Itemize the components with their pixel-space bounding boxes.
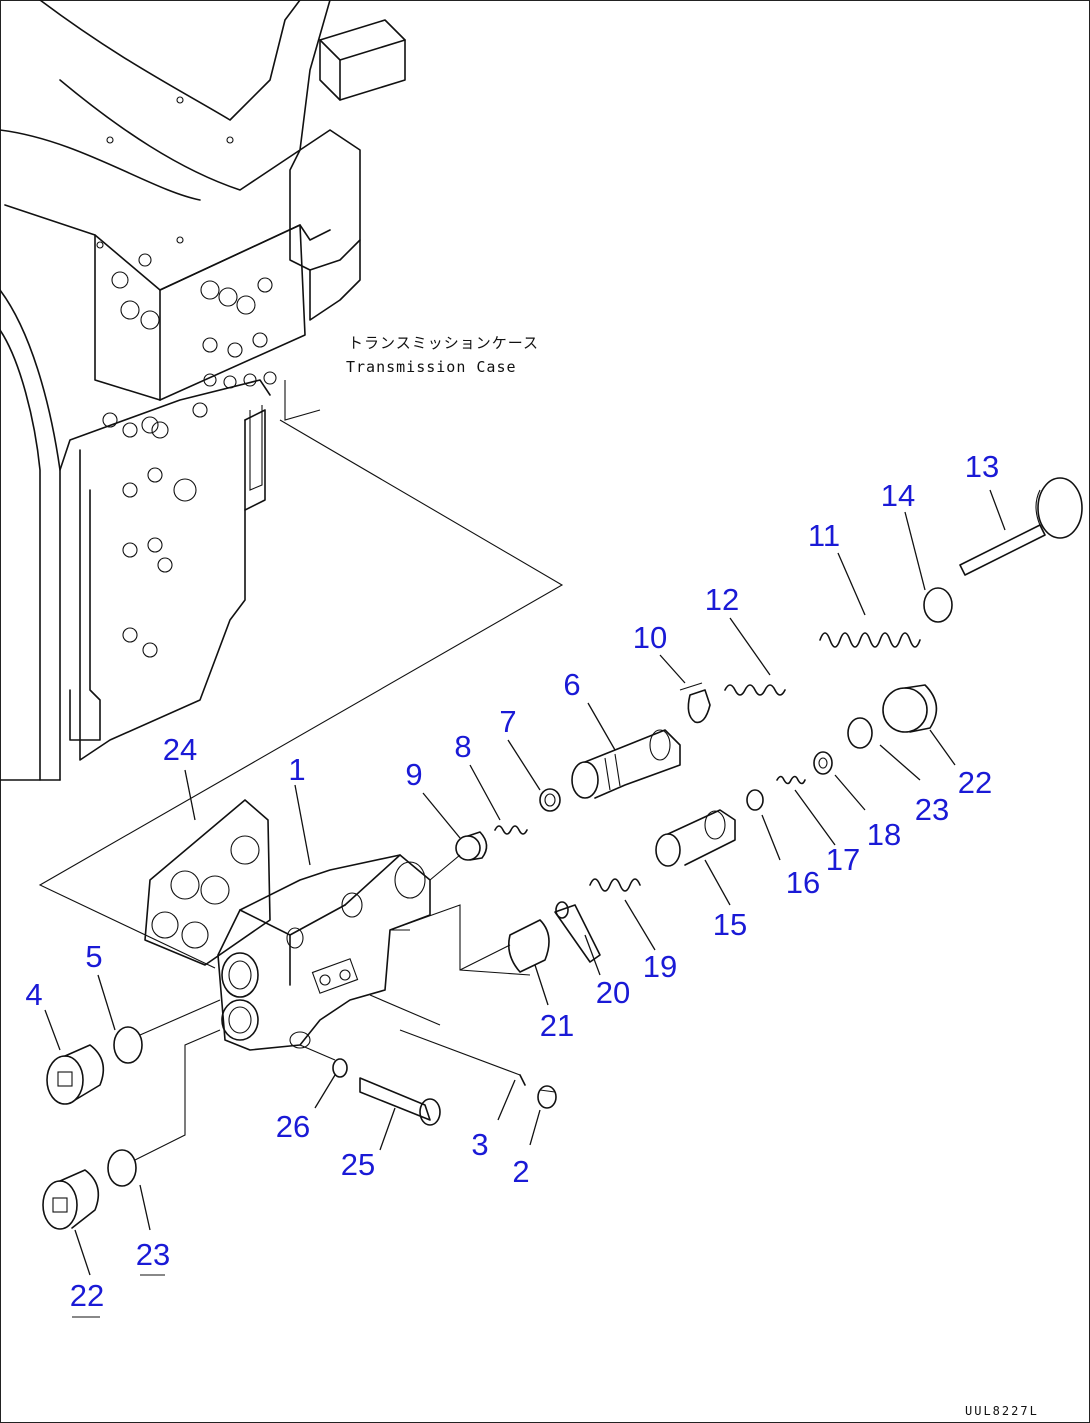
- callout-9: 9: [405, 757, 422, 792]
- callout-8: 8: [454, 729, 471, 764]
- callout-12: 12: [705, 582, 739, 617]
- pin-20: [554, 901, 601, 963]
- pin-3: [519, 1074, 526, 1086]
- plug-4: [46, 1044, 105, 1105]
- callout-14: 14: [881, 478, 915, 513]
- gasket: [144, 799, 271, 966]
- washer-26: [332, 1058, 348, 1078]
- spring-8: [494, 825, 528, 835]
- spool-15: [655, 809, 736, 867]
- callout-24: 24: [163, 732, 197, 767]
- callout-16: 16: [786, 865, 820, 900]
- spring-17: [776, 775, 806, 785]
- callout-22-lower: 22: [70, 1278, 104, 1313]
- o-ring-14: [923, 587, 953, 623]
- callout-3: 3: [471, 1127, 488, 1162]
- callout-23-lower: 23: [136, 1237, 170, 1272]
- valve-body: [217, 854, 531, 1051]
- callout-11: 11: [808, 518, 840, 553]
- retainer-7: [539, 788, 561, 812]
- leader-lines: [44, 489, 1006, 1276]
- callout-13: 13: [965, 449, 999, 484]
- callout-23-upper: 23: [915, 792, 949, 827]
- callout-18: 18: [867, 817, 901, 852]
- o-ring-23-lower: [107, 1149, 137, 1187]
- transmission-case-label-jp: トランスミッションケース: [348, 334, 539, 352]
- callout-2: 2: [512, 1154, 529, 1189]
- spring-12: [724, 684, 786, 696]
- plug-22-upper: [882, 684, 938, 733]
- plug-9: [455, 831, 488, 861]
- callout-21: 21: [540, 1008, 574, 1043]
- plug-21: [507, 919, 550, 973]
- transmission-case: [0, 0, 406, 781]
- spring-19: [589, 878, 641, 892]
- callout-26: 26: [276, 1109, 310, 1144]
- plug-2: [537, 1085, 557, 1109]
- callout-labels: 1 2 3 4 5 6 7 8 9 10 11 12 13 14 15 16 1…: [25, 449, 999, 1313]
- callout-15: 15: [713, 907, 747, 942]
- callout-10: 10: [633, 620, 667, 655]
- o-ring-5: [113, 1026, 143, 1064]
- callout-6: 6: [563, 667, 580, 702]
- spring-11: [819, 632, 921, 648]
- transmission-case-label-en: Transmission Case: [346, 358, 517, 376]
- callout-19: 19: [643, 949, 677, 984]
- callout-17: 17: [826, 842, 860, 877]
- drawing-code: UUL8227L: [965, 1404, 1039, 1418]
- piston-10: [679, 682, 711, 724]
- plug-18: [813, 751, 833, 775]
- mounting-plane: [38, 419, 564, 969]
- plug-22-lower: [42, 1169, 100, 1230]
- retainer-16: [746, 789, 764, 811]
- plunger-13: [959, 477, 1083, 576]
- spool-6: [571, 729, 681, 799]
- callout-22-upper: 22: [958, 765, 992, 800]
- callout-4: 4: [25, 977, 42, 1012]
- callout-20: 20: [596, 975, 630, 1010]
- callout-25: 25: [341, 1147, 375, 1182]
- callout-1: 1: [288, 752, 305, 787]
- o-ring-23-upper: [847, 717, 873, 749]
- callout-7: 7: [499, 704, 516, 739]
- callout-5: 5: [85, 939, 102, 974]
- bolt-25: [359, 1077, 441, 1126]
